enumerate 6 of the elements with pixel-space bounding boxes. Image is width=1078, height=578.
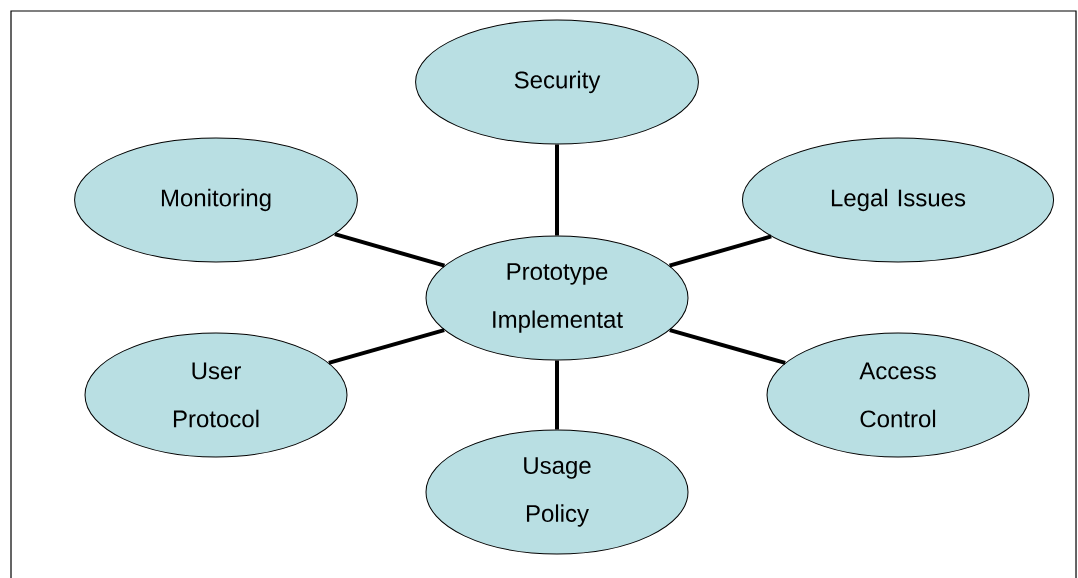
- connector-line: [669, 328, 786, 365]
- connector-line: [555, 360, 559, 430]
- connector-line: [668, 234, 772, 268]
- connector-line: [328, 328, 445, 365]
- connector-line: [555, 144, 559, 236]
- connector-line: [334, 232, 446, 268]
